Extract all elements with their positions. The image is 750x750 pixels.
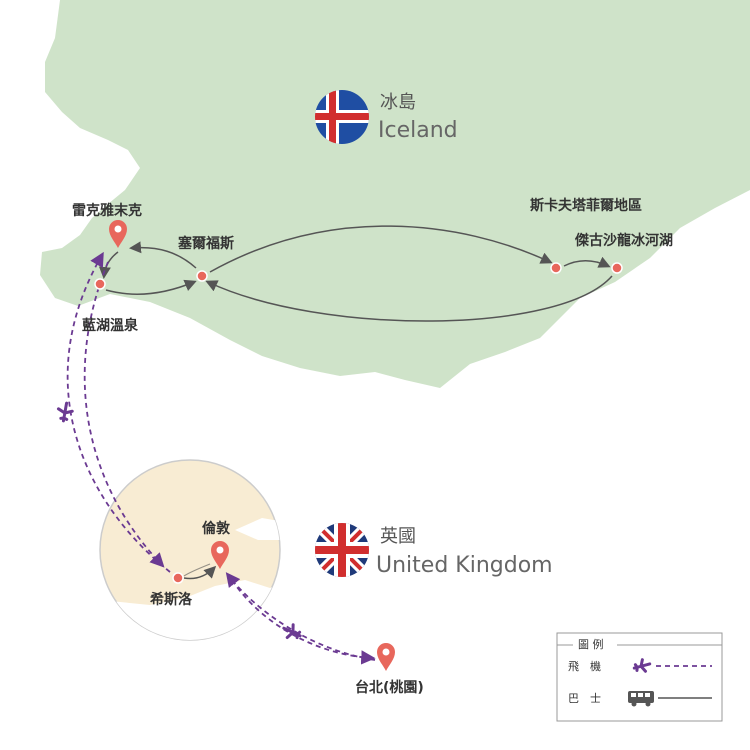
legend-plane-icon — [632, 658, 652, 673]
selfoss-label: 塞爾福斯 — [178, 235, 234, 252]
london-label: 倫敦 — [202, 520, 231, 537]
uk-estuary — [235, 518, 280, 540]
bus-icon — [628, 691, 654, 707]
flight-route-heathrow-reykjavik — [66, 251, 171, 573]
legend: 圖 例 飛 機 巴 士 — [556, 632, 723, 722]
iceland-name-zh: 冰島 — [380, 92, 416, 113]
bus-route-london-heathrow — [183, 563, 211, 577]
legend-bus-label: 巴 士 — [568, 692, 601, 705]
iceland-land — [40, 0, 750, 388]
iceland-name-en: Iceland — [378, 118, 458, 143]
uk-name-en: United Kingdom — [376, 553, 553, 578]
flight-route-taipei-london — [225, 572, 376, 661]
uk-name-zh: 英國 — [380, 526, 416, 547]
bus-route-selfoss-jokulsarlon — [209, 225, 553, 273]
reykjavik-label: 雷克雅末克 — [72, 202, 142, 219]
plane-icon — [56, 401, 74, 423]
london-pin-icon — [211, 541, 229, 569]
jokulsarlon-marker — [611, 262, 623, 274]
blue-lagoon-label: 藍湖溫泉 — [82, 317, 139, 334]
taipei-pin-icon — [377, 643, 395, 671]
uk-flag-icon — [315, 523, 369, 577]
bus-route-selfoss-reykjavik — [129, 241, 197, 269]
heathrow-marker — [172, 572, 184, 584]
plane-icon — [282, 623, 302, 640]
legend-flight-label: 飛 機 — [568, 659, 601, 673]
iceland-flag-icon — [315, 90, 369, 144]
skaftafell-label: 斯卡夫塔菲爾地區 — [530, 197, 642, 214]
bus-route-bluelagoon-selfoss — [105, 279, 197, 295]
jokulsarlon-label: 傑古沙龍冰河湖 — [574, 232, 673, 249]
bus-route-skaftafell-jokulsarlon — [563, 256, 611, 268]
taipei-label: 台北(桃園) — [355, 679, 424, 696]
flight-route-reykjavik-heathrow — [83, 261, 165, 568]
reykjavik-pin-icon — [109, 220, 127, 248]
selfoss-marker — [196, 270, 208, 282]
heathrow-label: 希斯洛 — [150, 591, 193, 608]
legend-title: 圖 例 — [578, 637, 604, 651]
flight-route-london-taipei — [231, 579, 376, 665]
blue-lagoon-marker — [94, 278, 106, 290]
skaftafell-marker — [550, 262, 562, 274]
bus-route-heathrow-london — [183, 565, 217, 580]
bus-route-jokulsarlon-selfoss — [205, 275, 613, 322]
